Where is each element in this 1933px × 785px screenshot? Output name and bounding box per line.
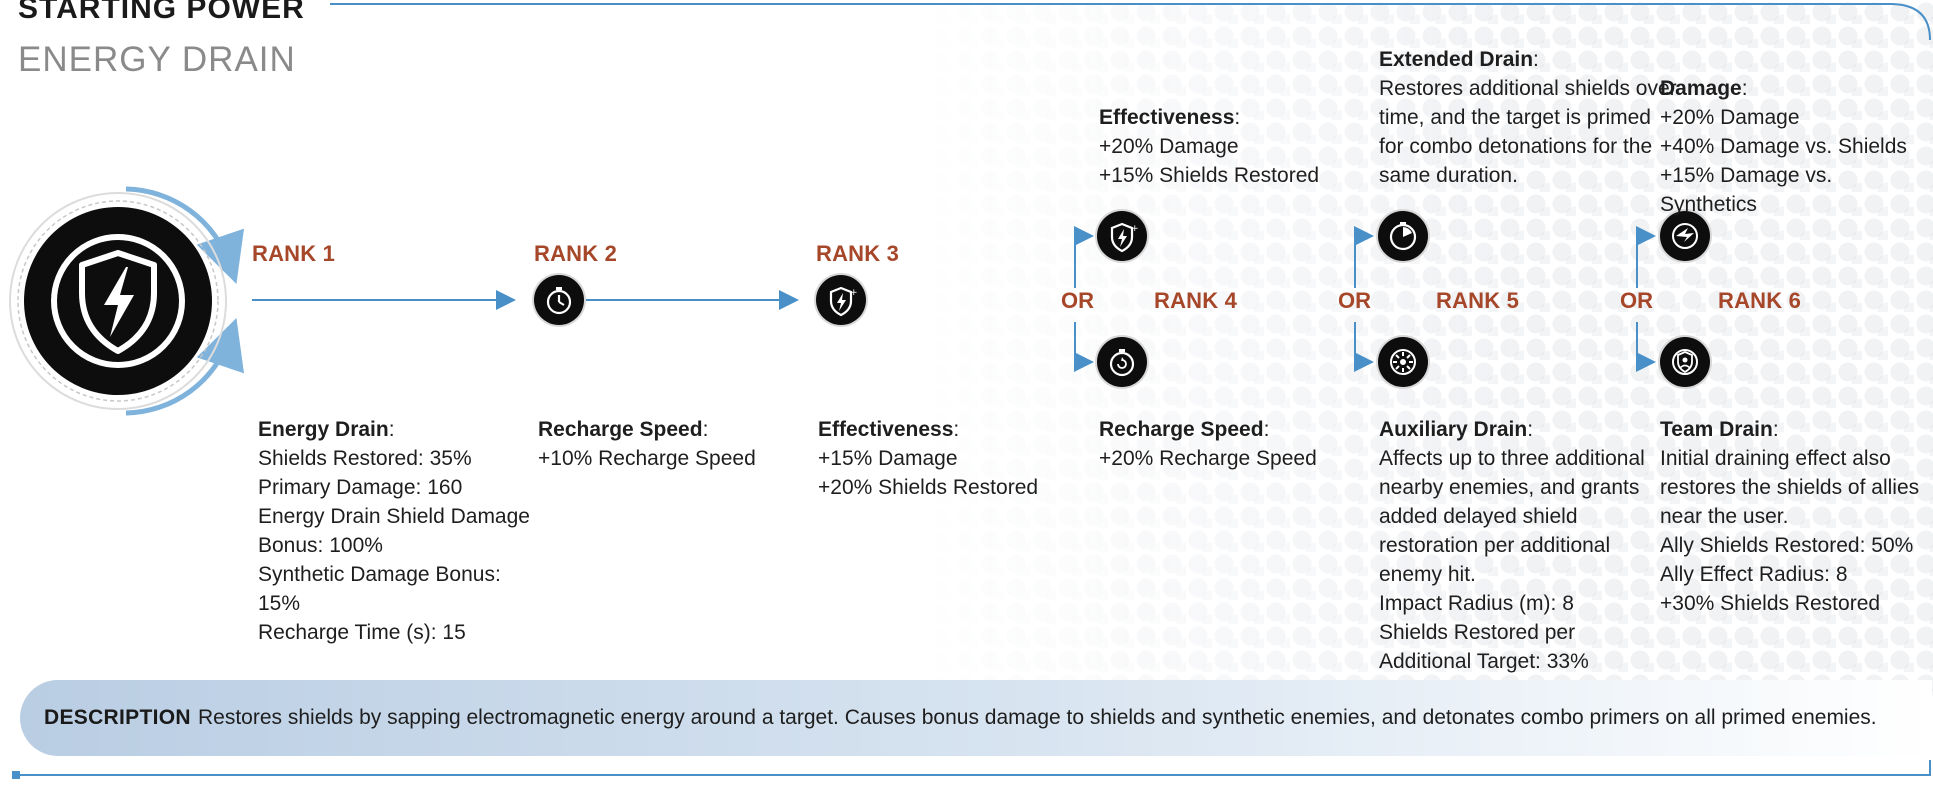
rank-6-top-title: Damage <box>1660 77 1742 100</box>
damage-burst-icon[interactable] <box>1660 211 1710 261</box>
rank-5-top-line: for combo detonations for the <box>1379 135 1653 158</box>
rank-2-label: RANK 2 <box>534 241 618 266</box>
rank-4-or: OR <box>1061 288 1094 313</box>
rank-4-bottom-line: +20% Recharge Speed <box>1099 447 1317 470</box>
rank-5-bottom-line: Shields Restored per <box>1379 621 1576 644</box>
shield-bolt-plus-icon[interactable]: + <box>1097 211 1147 261</box>
rank-6-bottom-line: near the user. <box>1660 505 1789 528</box>
rank-1-line: Energy Drain Shield Damage <box>258 505 530 528</box>
rank-2-details: Recharge Speed: +10% Recharge Speed <box>538 415 756 473</box>
description-bar <box>20 680 1932 756</box>
power-name: ENERGY DRAIN <box>18 40 296 79</box>
rank-5-bottom-line: nearby enemies, and grants <box>1379 476 1640 499</box>
rank-5-bottom-details: Auxiliary Drain: Affects up to three add… <box>1379 415 1645 676</box>
svg-text:+: + <box>1131 224 1139 234</box>
rank-4-top-details: Effectiveness: +20% Damage +15% Shields … <box>1099 103 1319 190</box>
branch-r6 <box>1636 226 1656 288</box>
branch-r4 <box>1074 226 1094 288</box>
rank-4-label: RANK 4 <box>1154 288 1238 313</box>
stopwatch-refresh-icon[interactable] <box>1097 337 1147 387</box>
rank-5-bottom-line: enemy hit. <box>1379 563 1476 586</box>
energy-drain-shield-bolt-icon[interactable] <box>8 183 244 419</box>
rank-5-label: RANK 5 <box>1436 288 1520 313</box>
description-text: Restores shields by sapping electromagne… <box>198 706 1877 729</box>
rank-6-bottom-line: Initial draining effect also <box>1660 447 1891 470</box>
rank-6-or: OR <box>1620 288 1653 313</box>
svg-text:+: + <box>850 288 858 298</box>
rank-3-title: Effectiveness <box>818 418 954 441</box>
rank-1-title: Energy Drain <box>258 418 389 441</box>
rank-6-bottom-title: Team Drain <box>1660 418 1773 441</box>
rank-4-top-line: +15% Shields Restored <box>1099 164 1320 187</box>
rank-1-line: Bonus: 100% <box>258 534 383 557</box>
shield-bolt-plus-icon[interactable]: + <box>816 275 866 325</box>
rank-1-line: Shields Restored: 35% <box>258 447 472 470</box>
rank-3-label: RANK 3 <box>816 241 900 266</box>
rank-5-bottom-line: Additional Target: 33% <box>1379 650 1589 673</box>
rank-3-line: +20% Shields Restored <box>818 476 1039 499</box>
rank-4-top-line: +20% Damage <box>1099 135 1239 158</box>
team-shield-icon[interactable] <box>1660 337 1710 387</box>
rank-5-bottom-title: Auxiliary Drain <box>1379 418 1528 441</box>
rank-5-top-line: same duration. <box>1379 164 1518 187</box>
rank-6-bottom-line: Ally Shields Restored: 50% <box>1660 534 1914 557</box>
rank-1-line: 15% <box>258 592 301 615</box>
rank-1-label: RANK 1 <box>252 241 336 266</box>
rank-6-label: RANK 6 <box>1718 288 1802 313</box>
branch-r5 <box>1354 226 1374 288</box>
rank-2-title: Recharge Speed <box>538 418 703 441</box>
stopwatch-icon[interactable] <box>534 275 584 325</box>
rank-4-bottom-details: Recharge Speed: +20% Recharge Speed <box>1099 415 1317 473</box>
rank-6-bottom-line: +30% Shields Restored <box>1660 592 1881 615</box>
rank-5-or: OR <box>1338 288 1371 313</box>
rank-6-bottom-details: Team Drain: Initial draining effect also… <box>1660 415 1919 618</box>
rank-6-top-line: +40% Damage vs. Shields <box>1660 135 1907 158</box>
rank-5-bottom-line: Impact Radius (m): 8 <box>1379 592 1574 615</box>
rank-6-top-line: +15% Damage vs. Synthetics <box>1660 164 1833 216</box>
rank-5-bottom-line: Affects up to three additional <box>1379 447 1645 470</box>
rank-6-top-line: +20% Damage <box>1660 106 1800 129</box>
rank-5-top-title: Extended Drain <box>1379 48 1534 71</box>
rank-5-bottom-line: added delayed shield <box>1379 505 1578 528</box>
rank-2-line: +10% Recharge Speed <box>538 447 756 470</box>
header-title: STARTING POWER <box>18 0 305 25</box>
rank-1-line: Recharge Time (s): 15 <box>258 621 466 644</box>
rank-5-top-details: Extended Drain: Restores additional shie… <box>1379 45 1677 190</box>
rank-6-bottom-line: restores the shields of allies <box>1660 476 1920 499</box>
rank-6-bottom-line: Ally Effect Radius: 8 <box>1660 563 1848 586</box>
description-label: DESCRIPTION <box>44 706 191 729</box>
rank-1-details: Energy Drain: Shields Restored: 35% Prim… <box>258 415 530 647</box>
rank-4-bottom-title: Recharge Speed <box>1099 418 1264 441</box>
rank-1-line: Primary Damage: 160 <box>258 476 463 499</box>
rank-3-line: +15% Damage <box>818 447 958 470</box>
rank-5-bottom-line: restoration per additional <box>1379 534 1611 557</box>
rank-5-top-line: Restores additional shields over <box>1379 77 1677 100</box>
timer-icon[interactable] <box>1378 211 1428 261</box>
radial-burst-icon[interactable] <box>1378 337 1428 387</box>
rank-1-line: Synthetic Damage Bonus: <box>258 563 501 586</box>
rank-6-top-details: Damage: +20% Damage +40% Damage vs. Shie… <box>1660 74 1933 219</box>
rank-5-top-line: time, and the target is primed <box>1379 106 1651 129</box>
rank-4-top-title: Effectiveness <box>1099 106 1235 129</box>
rank-3-details: Effectiveness: +15% Damage +20% Shields … <box>818 415 1038 502</box>
